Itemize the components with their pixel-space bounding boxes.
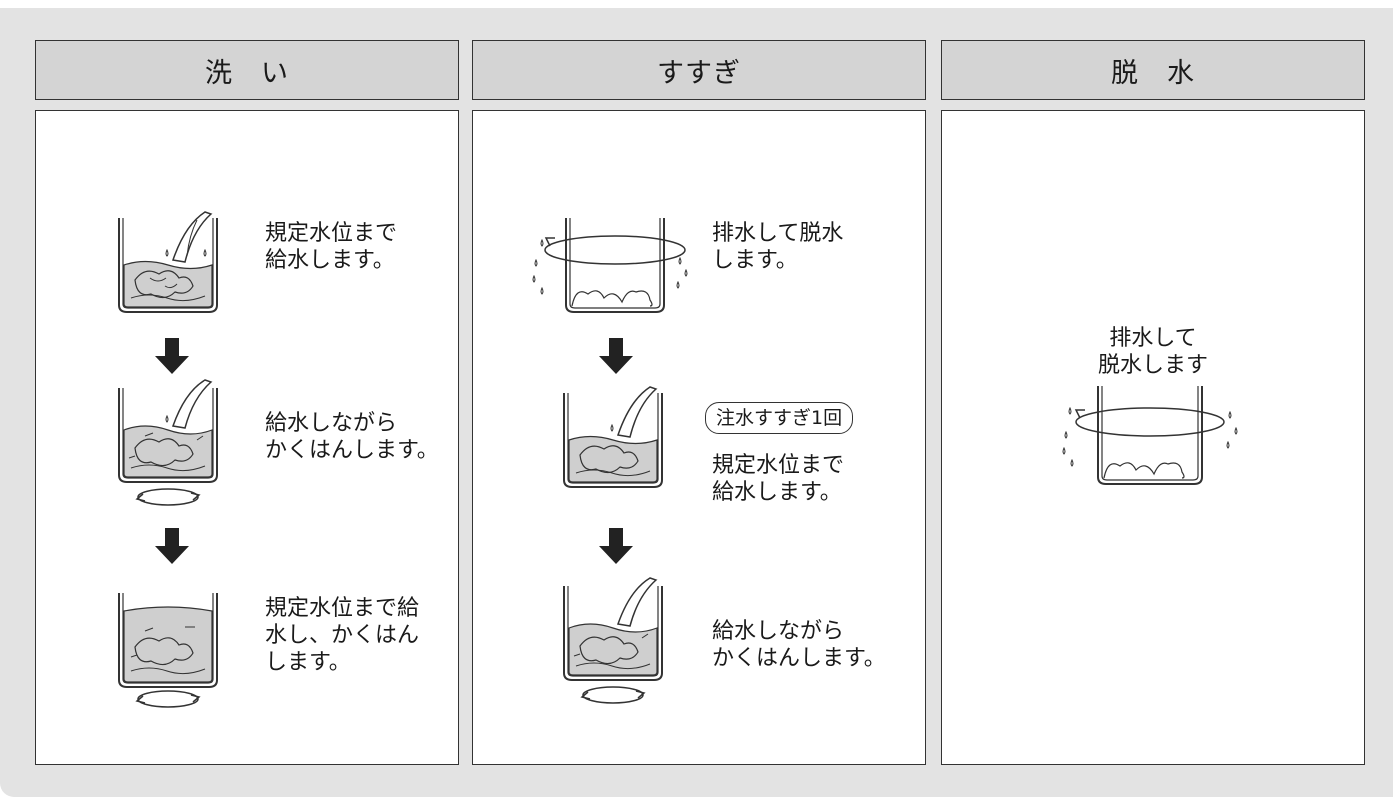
down-arrow-icon — [155, 338, 189, 374]
rinse-step2-text: 規定水位まで 給水します。 — [712, 453, 845, 505]
tub-filling-icon — [118, 211, 218, 313]
panel-rinse — [472, 110, 926, 765]
wash-step1-text: 規定水位まで 給水します。 — [265, 221, 398, 273]
tub-spinning-icon — [1062, 386, 1238, 485]
down-arrow-icon — [599, 338, 633, 374]
panel-wash — [35, 110, 459, 765]
down-arrow-icon — [155, 528, 189, 564]
tub-filling-icon — [563, 386, 663, 488]
spin-step1-text: 排水して 脱水します — [1098, 326, 1209, 378]
tub-agitating-icon — [563, 577, 663, 704]
wash-step3-text: 規定水位まで給 水し、かくはん します。 — [265, 596, 420, 675]
tub-agitating-icon — [118, 379, 218, 506]
down-arrow-icon — [599, 528, 633, 564]
header-wash: 洗 い — [35, 40, 459, 100]
rinse-step1-text: 排水して脱水 します。 — [712, 221, 844, 273]
wash-step2-text: 給水しながら かくはんします。 — [265, 411, 439, 463]
rinse-badge: 注水すすぎ1回 — [705, 402, 854, 434]
header-rinse: すすぎ — [472, 40, 926, 100]
header-spin: 脱 水 — [941, 40, 1365, 100]
tub-full-agitating-icon — [118, 593, 218, 708]
tub-spinning-icon — [532, 218, 688, 313]
panel-spin — [941, 110, 1365, 765]
rinse-step3-text: 給水しながら かくはんします。 — [712, 619, 886, 671]
